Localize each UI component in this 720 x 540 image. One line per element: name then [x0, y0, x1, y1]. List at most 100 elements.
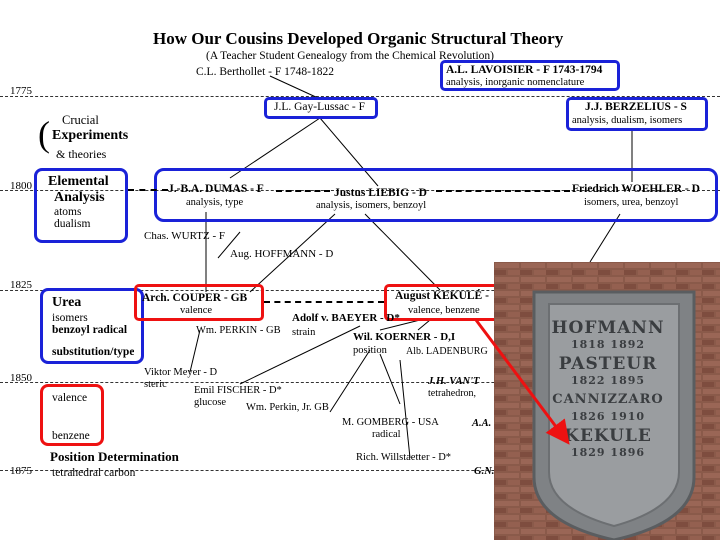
- substitution-type-label: substitution/type: [52, 346, 135, 358]
- isomers-label: isomers: [52, 312, 88, 324]
- koerner-note: position: [353, 345, 387, 356]
- baeyer-label: Adolf v. BAEYER - D*: [292, 312, 400, 324]
- couper-note: valence: [180, 305, 213, 316]
- left-paren: (: [38, 114, 50, 154]
- couper-box: [134, 284, 264, 321]
- elemental-analysis-box: [34, 168, 128, 243]
- berzelius-note: analysis, dualism, isomers: [572, 115, 683, 126]
- gomberg-note: radical: [372, 429, 401, 440]
- kekule-label: August KEKULÉ -: [395, 290, 489, 302]
- line-baeyer-perkinjr: [329, 349, 371, 413]
- plaque-line-kekule: KEKULE: [564, 426, 652, 446]
- lavoisier-label: A.L. LAVOISIER - F 1743-1794: [446, 64, 603, 76]
- dumas-label: J.-B.A. DUMAS - F: [168, 183, 264, 195]
- meyer-note: steric: [144, 379, 167, 390]
- plaque-photo: [494, 262, 720, 540]
- brick-wall-image: [494, 262, 720, 540]
- line-to-willstaetter: [399, 359, 411, 459]
- liebig-label: Justus LIEBIG - D: [334, 187, 427, 199]
- fischer-label: Emil FISCHER - D*: [194, 385, 282, 396]
- line-woehler-down: [589, 213, 621, 263]
- vant-hoff-label: J.H. VAN'T: [428, 376, 480, 387]
- line-dumas-wurtz: [217, 231, 241, 259]
- lavoisier-note: analysis, inorganic nomenclature: [446, 77, 585, 88]
- perkin-jr-label: Wm. Perkin, Jr. GB: [246, 402, 329, 413]
- liebig-note: analysis, isomers, benzoyl: [316, 200, 427, 211]
- gay-lussac-label: J.L. Gay-Lussac - F: [274, 101, 366, 113]
- valence-label: valence: [52, 392, 88, 404]
- year-rule-1800: [0, 190, 720, 191]
- wurtz-label: Chas. WURTZ - F: [144, 230, 226, 242]
- line-kekule-koerner: [417, 319, 431, 331]
- year-rule-1875: [0, 470, 720, 471]
- fischer-note: glucose: [194, 397, 227, 408]
- lavoisier-box: [440, 60, 620, 91]
- meyer-label: Viktor Meyer - D: [144, 367, 218, 378]
- ladenburg-label: Alb. LADENBURG: [406, 346, 488, 357]
- plaque-line-pasteur-years: 1822 1895: [570, 374, 646, 387]
- year-label-1850: 1850: [10, 372, 32, 384]
- line-liebig-kekule: [364, 213, 441, 291]
- page-title: How Our Cousins Developed Organic Struct…: [153, 29, 564, 48]
- tetrahedral-carbon-label: tetrahedral carbon: [52, 467, 136, 479]
- dumas-note: analysis, type: [186, 197, 244, 208]
- koerner-label: Wil. KOERNER - D,I: [353, 331, 456, 343]
- line-kekule-baeyer: [379, 319, 421, 331]
- plaque-line-cannizzaro-years: 1826 1910: [570, 410, 646, 423]
- dumas-liebig-woehler-box: [154, 168, 718, 222]
- berzelius-box: [566, 97, 708, 131]
- vant-hoff-note: tetrahedron,: [428, 388, 477, 399]
- plaque-line-pasteur: PASTEUR: [558, 354, 658, 374]
- analysis-label: Analysis: [54, 190, 105, 205]
- plaque-line-cannizzaro: CANNIZZARO: [552, 392, 664, 407]
- urea-label: Urea: [52, 295, 82, 310]
- plaque-line-kekule-years: 1829 1896: [570, 446, 646, 459]
- dumas-liebig-dash: [276, 190, 330, 192]
- dumas-connector-dash: [128, 189, 168, 191]
- willstaetter-label: Rich. Willstaetter - D*: [356, 452, 452, 463]
- year-rule-1775: [0, 96, 720, 97]
- year-label-1775: 1775: [10, 85, 32, 97]
- gomberg-label: M. GOMBERG - USA: [342, 417, 439, 428]
- line-to-gomberg: [379, 353, 401, 405]
- berzelius-label: J.J. BERZELIUS - S: [585, 101, 687, 113]
- hoffmann-label: Aug. HOFFMANN - D: [230, 248, 334, 260]
- line-gaylussac-liebig: [319, 117, 379, 187]
- position-determination-label: Position Determination: [50, 449, 179, 464]
- plaque-line-hofmann: HOFMANN: [551, 318, 665, 338]
- baeyer-note: strain: [292, 327, 316, 338]
- kekule-note: valence, benzene: [408, 305, 480, 316]
- crucial-label: Crucial: [62, 113, 99, 127]
- elemental-label: Elemental: [48, 174, 109, 189]
- dualism-label: dualism: [54, 218, 91, 230]
- line-baeyer-fischer: [239, 325, 361, 385]
- line-to-meyer: [189, 329, 201, 373]
- year-label-1800: 1800: [10, 180, 32, 192]
- gay-lussac-box: [264, 97, 378, 119]
- couper-label: Arch. COUPER - GB: [142, 292, 248, 304]
- experiments-label: Experiments: [52, 128, 129, 143]
- theories-label: & theories: [56, 147, 107, 161]
- benzene-label: benzene: [52, 430, 90, 442]
- year-label-1875: 1875: [10, 465, 32, 477]
- arrow-line: [474, 319, 570, 445]
- perkin-label: Wm. PERKIN - GB: [196, 325, 281, 336]
- liebig-woehler-dash: [436, 190, 570, 192]
- berthollet-label: C.L. Berthollet - F 1748-1822: [196, 66, 334, 78]
- valence-benzene-box: [40, 384, 104, 446]
- plaque-line-hofmann-years: 1818 1892: [570, 338, 646, 351]
- urea-box: [40, 288, 144, 364]
- year-label-1825: 1825: [10, 279, 32, 291]
- woehler-label: Friedrich WOEHLER - D: [572, 183, 700, 195]
- benzoyl-radical-label: benzoyl radical: [52, 324, 128, 336]
- couper-kekule-dash: [264, 301, 384, 303]
- aa-label: A.A.: [472, 418, 492, 429]
- year-rule-1825: [0, 290, 720, 291]
- gn-label: G.N.: [474, 466, 495, 477]
- page-subtitle: (A Teacher Student Genealogy from the Ch…: [206, 50, 494, 62]
- woehler-note: isomers, urea, benzoyl: [584, 197, 679, 208]
- atoms-label: atoms: [54, 206, 82, 218]
- line-liebig-couper: [249, 213, 336, 293]
